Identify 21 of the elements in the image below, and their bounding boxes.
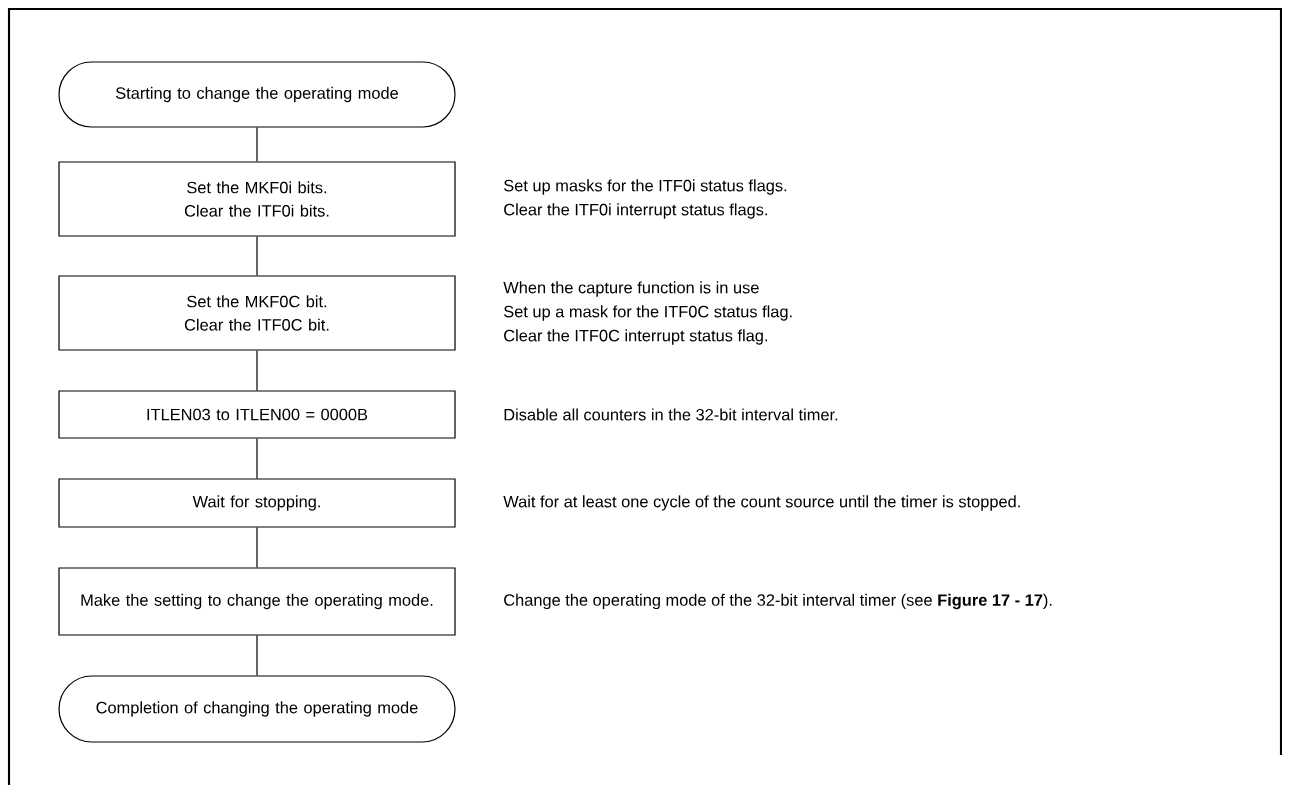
note-text: Wait for at least one cycle of the count source until the timer is stopped. [503, 495, 1020, 511]
process-box: Wait for stopping. [58, 478, 456, 528]
terminal-box: Completion of changing the operating mode [58, 675, 456, 743]
note-text: When the capture function is in use [503, 281, 759, 297]
process-box: ITLEN03 to ITLEN00 = 0000B [58, 390, 456, 439]
note-text: Clear the ITF0i interrupt status flags. [504, 203, 767, 219]
connector-line [256, 350, 258, 391]
terminal-box: Starting to change the operating mode [58, 61, 456, 128]
connector-line [256, 635, 258, 676]
note-text: Change the operating mode of the 32-bit interval timer (see Figure 17 - 17). [504, 593, 1052, 610]
connector-line [256, 236, 258, 276]
note-text: Set up masks for the ITF0i status flags. [504, 179, 787, 195]
note-text: Clear the ITF0C interrupt status flag. [504, 329, 767, 345]
connector-line [256, 438, 258, 479]
process-box: Make the setting to change the operating mode. [58, 567, 456, 636]
connector-line [256, 527, 258, 568]
note-text: Disable all counters in the 32-bit interval timer. [504, 408, 838, 421]
process-box: Set the MKF0C bit. Clear the ITF0C bit. [58, 275, 456, 351]
connector-line [256, 127, 258, 162]
process-box: Set the MKF0i bits. Clear the ITF0i bits. [58, 161, 456, 237]
note-text: Set up a mask for the ITF0C status flag. [504, 305, 792, 321]
